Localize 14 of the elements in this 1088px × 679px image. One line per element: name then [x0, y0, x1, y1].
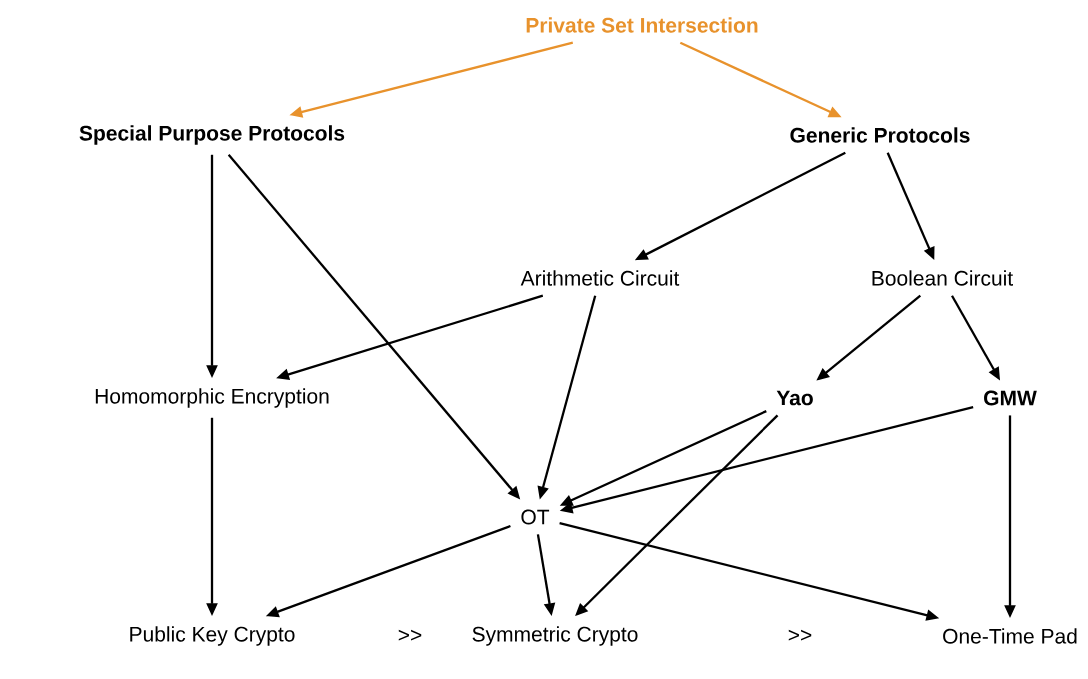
node-label: OT: [521, 509, 550, 525]
node-label: Boolean Circuit: [872, 270, 1013, 286]
order-sign: >>: [398, 629, 422, 641]
node-label: One-Time Pad: [943, 628, 1077, 644]
node-label: Special Purpose Protocols: [79, 125, 345, 145]
order-sign: >>: [788, 629, 812, 641]
node-label: GMW: [984, 390, 1037, 406]
node-label: Arithmetic Circuit: [520, 270, 680, 286]
node-label: Yao: [776, 390, 813, 406]
node-label: Private Set Intersection: [526, 17, 758, 33]
node-label: Symmetric Crypto: [472, 626, 638, 646]
node-label: Homomorphic Encryption: [95, 388, 329, 408]
node-label: Public Key Crypto: [130, 626, 295, 646]
node-label: Generic Protocols: [790, 127, 970, 143]
